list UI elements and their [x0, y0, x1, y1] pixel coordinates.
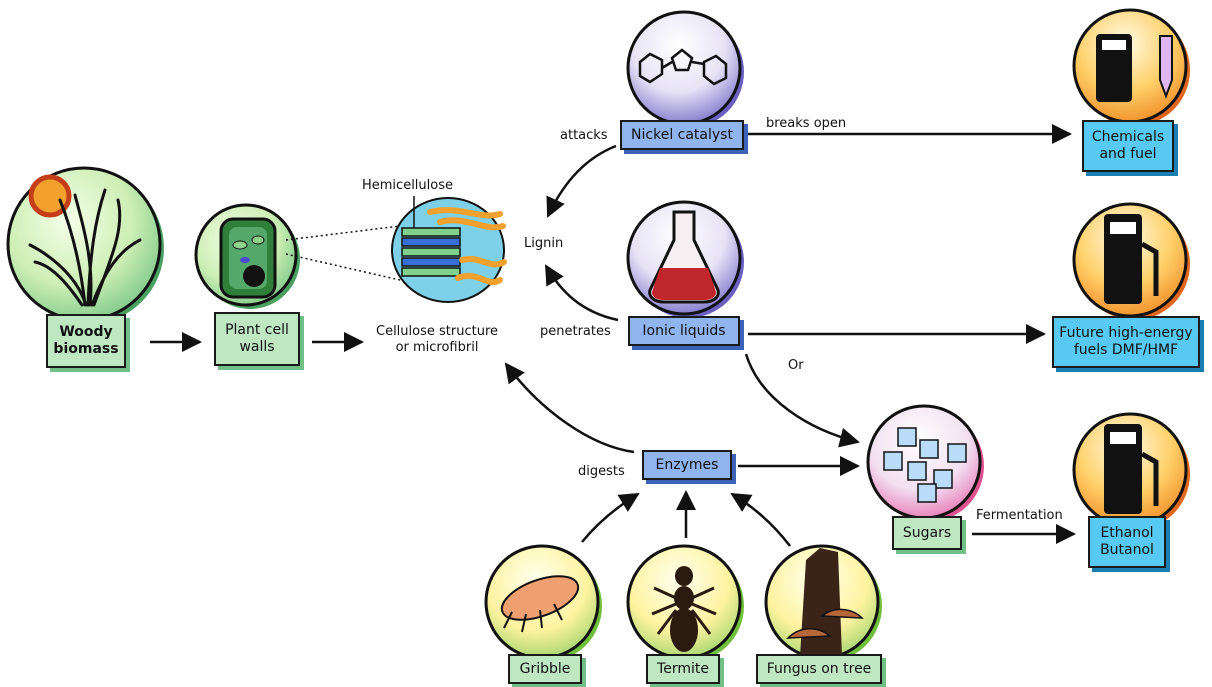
sugars-box: Sugars — [892, 516, 962, 550]
nickel-catalyst-circle — [626, 10, 744, 128]
ethanol-butanol-box: Ethanol Butanol — [1088, 516, 1166, 568]
attacks-label: attacks — [560, 128, 608, 143]
chemicals-fuel-circle — [1072, 8, 1190, 126]
woody-biomass-circle — [6, 166, 164, 324]
cellulose-microfibril-illustration — [391, 196, 507, 303]
woody-biomass-box: Woody biomass — [46, 314, 126, 368]
arrow-fungus-to-enzymes — [730, 492, 791, 547]
arrows — [150, 124, 1076, 547]
arrow-ionic-to-sugars — [744, 353, 860, 448]
arrow-ionic-to-lignin — [544, 264, 619, 322]
termite-circle — [626, 544, 744, 662]
breaks-open-label: breaks open — [766, 116, 847, 131]
termite-box: Termite — [646, 654, 720, 684]
hemicellulose-label: Hemicellulose — [362, 178, 453, 193]
chemicals-fuel-box: Chemicals and fuel — [1082, 120, 1174, 172]
nickel-catalyst-box: Nickel catalyst — [620, 120, 744, 150]
ethanol-circle — [1072, 412, 1190, 530]
penetrates-label: penetrates — [540, 324, 611, 339]
future-fuels-box: Future high-energy fuels DMF/HMF — [1052, 316, 1200, 368]
ionic-liquids-box: Ionic liquids — [628, 316, 740, 346]
fungus-box: Fungus on tree — [756, 654, 882, 684]
plant-cell-circle — [194, 203, 300, 309]
cellulose-label: Cellulose structure or microfibril — [376, 324, 499, 355]
plant-cell-walls-box: Plant cell walls — [214, 312, 300, 366]
lignin-label: Lignin — [524, 236, 564, 251]
arrow-gribble-to-enzymes — [581, 492, 640, 543]
fermentation-label: Fermentation — [976, 508, 1063, 523]
arrow-enzymes-to-cellulose — [504, 362, 635, 454]
digests-label: digests — [578, 464, 625, 479]
arrow-nickel-to-lignin — [546, 144, 617, 218]
gribble-circle — [484, 544, 602, 662]
future-fuels-circle — [1072, 202, 1190, 320]
sugars-circle — [866, 404, 984, 522]
zoom-lines — [285, 225, 401, 281]
fungus-circle — [764, 544, 882, 662]
enzymes-box: Enzymes — [642, 450, 732, 480]
ionic-liquids-circle — [626, 200, 744, 318]
gribble-box: Gribble — [508, 654, 582, 684]
or-label: Or — [788, 358, 804, 373]
